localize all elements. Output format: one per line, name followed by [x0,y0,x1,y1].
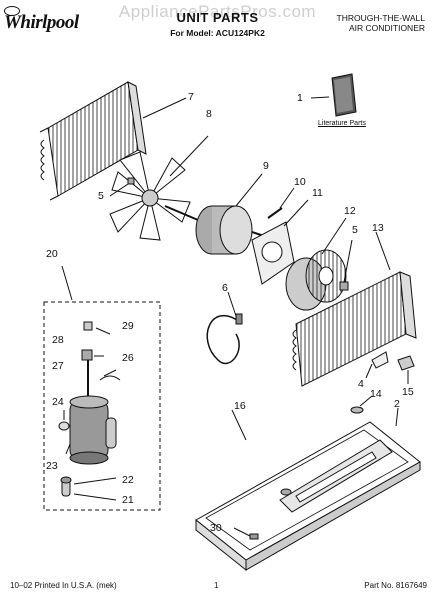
product-type: THROUGH-THE-WALL AIR CONDITIONER [315,13,425,33]
footer-part-number: Part No. 8167649 [364,581,427,590]
tubing [206,291,243,364]
evaporator-coil [292,231,417,387]
model-line: For Model: ACU124PK2 [170,28,265,38]
callout-26: 26 [122,352,134,364]
callout-23: 23 [46,460,58,472]
callout-16: 16 [234,400,246,412]
callout-28: 28 [52,334,64,346]
brand-logo: Whirlpool [4,12,79,33]
product-type-line-2: AIR CONDITIONER [348,23,425,33]
motor-bracket [251,187,309,285]
callout-10: 10 [294,176,306,188]
callout-5-left: 5 [98,190,104,202]
callout-20: 20 [46,248,58,260]
callout-13: 13 [372,222,384,234]
base-pan [195,407,421,572]
fan-blade [109,135,209,241]
callout-29: 29 [122,320,134,332]
callout-11: 11 [312,187,323,199]
callout-5-right: 5 [352,224,358,236]
literature-parts-label: Literature Parts [318,120,366,127]
callout-30: 30 [210,522,222,534]
callout-22: 22 [122,474,134,486]
page-title: UNIT PARTS [176,10,259,25]
callout-14: 14 [370,388,382,400]
callout-1: 1 [297,92,303,104]
condenser-coil [39,81,187,201]
fan-motor [164,173,265,255]
literature-booklet [310,73,357,117]
callout-4: 4 [358,378,364,390]
callout-2: 2 [394,398,400,410]
callout-7: 7 [188,91,194,103]
blower-wheel [285,217,347,311]
compressor-group [43,265,161,511]
footer-page-number: 1 [214,581,219,590]
brand-logo-ring [4,6,20,16]
callout-6: 6 [222,282,228,294]
callout-15: 15 [402,386,414,398]
callout-27: 27 [52,360,64,372]
callout-9: 9 [263,160,269,172]
watermark: AppliancePartsPros.com [118,2,317,21]
product-type-line-1: THROUGH-THE-WALL [336,13,425,23]
callout-8: 8 [206,108,212,120]
footer-print-info: 10–02 Printed In U.S.A. (mek) [10,581,117,590]
small-parts [109,177,415,414]
callout-24: 24 [52,396,64,408]
callout-12: 12 [344,205,356,217]
callout-21: 21 [122,494,134,506]
